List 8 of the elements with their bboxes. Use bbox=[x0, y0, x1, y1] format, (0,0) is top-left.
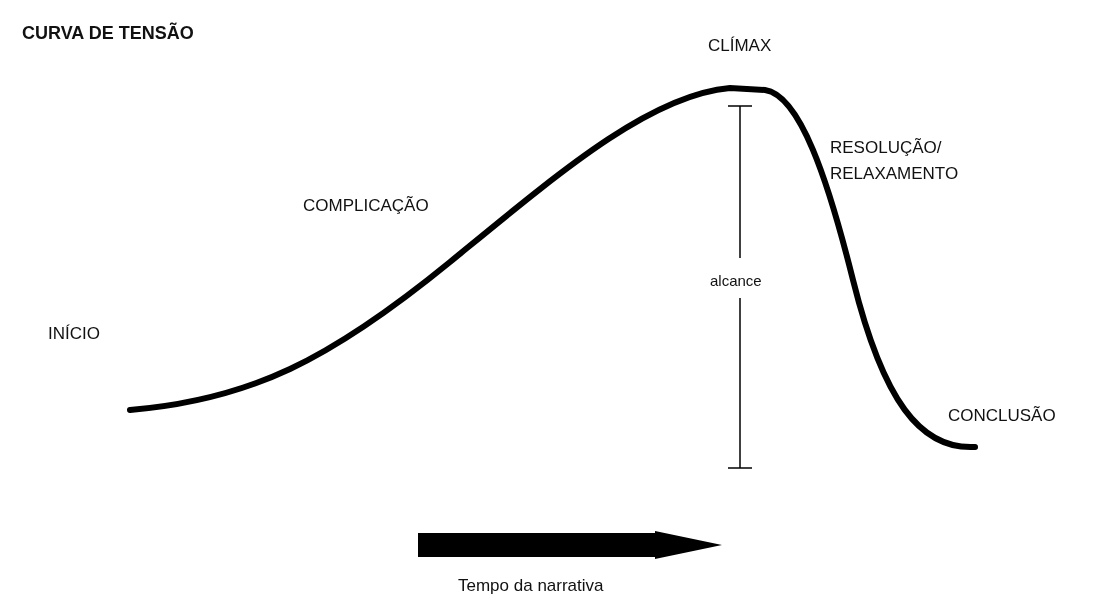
diagram-title: CURVA DE TENSÃO bbox=[22, 22, 194, 44]
stage-label: CONCLUSÃO bbox=[948, 405, 1056, 427]
stage-label: COMPLICAÇÃO bbox=[303, 195, 429, 217]
dimension-label: alcance bbox=[710, 271, 762, 291]
stage-label: RESOLUÇÃO/ RELAXAMENTO bbox=[830, 137, 960, 185]
stage-label: CLÍMAX bbox=[708, 35, 772, 57]
axis-caption: Tempo da narrativa bbox=[458, 575, 604, 597]
stage-label: INÍCIO bbox=[48, 323, 100, 345]
